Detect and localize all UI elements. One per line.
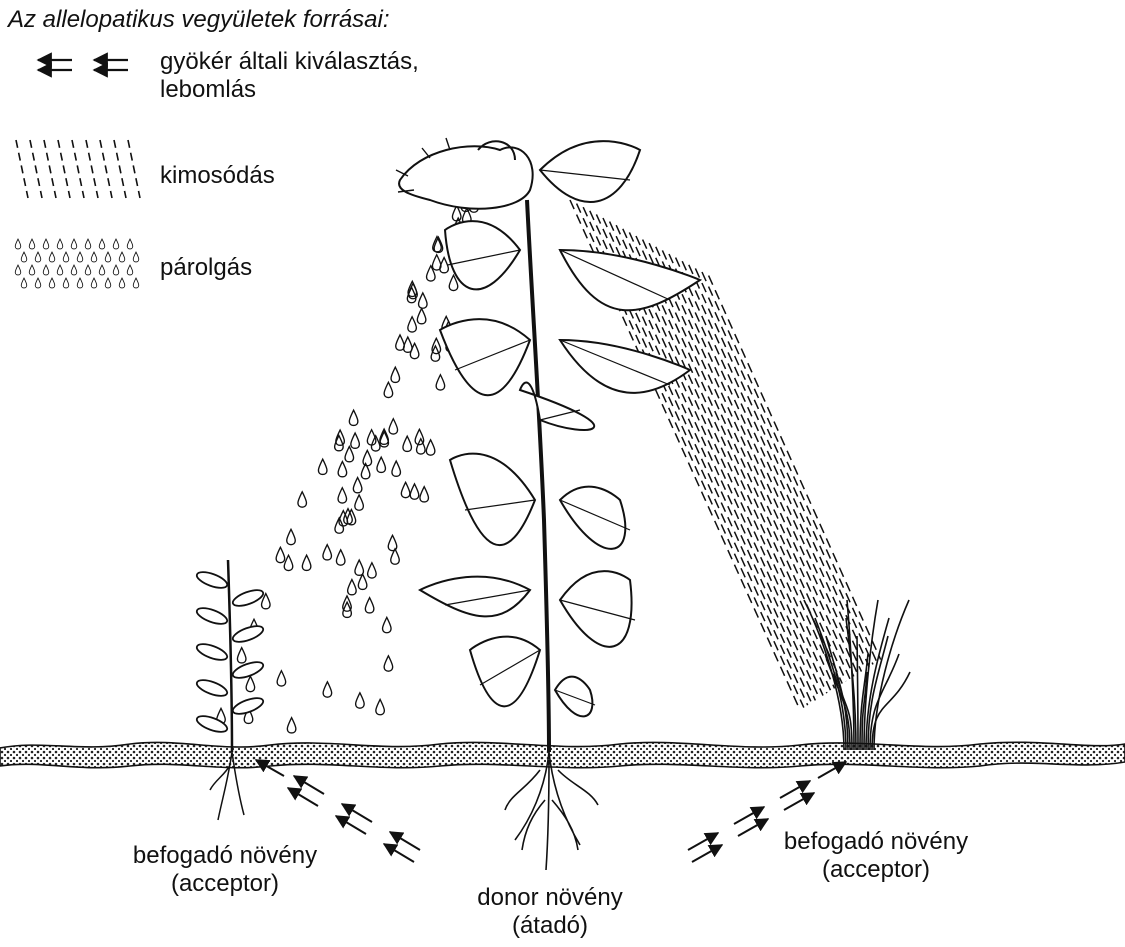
- legend-evaporation-label: párolgás: [160, 254, 252, 282]
- label-donor-line2: (átadó): [440, 912, 660, 940]
- label-acceptor-left-line1: befogadó növény: [110, 842, 340, 870]
- legend-root-label-line2: lebomlás: [160, 76, 256, 104]
- arrow-pair-icon: [38, 60, 128, 70]
- acceptor-plant-right: [804, 600, 910, 750]
- diagram-title: Az allelopatikus vegyületek forrásai:: [8, 6, 390, 34]
- label-acceptor-right-line1: befogadó növény: [756, 828, 996, 856]
- dash-lines-icon: [16, 140, 140, 198]
- soil-line: [0, 742, 1125, 767]
- label-acceptor-left: befogadó növény (acceptor): [110, 842, 340, 898]
- label-acceptor-left-line2: (acceptor): [110, 870, 340, 898]
- label-donor-line1: donor növény: [440, 884, 660, 912]
- legend-root-label-line1: gyökér általi kiválasztás,: [160, 48, 419, 76]
- label-acceptor-right: befogadó növény (acceptor): [756, 828, 996, 884]
- droplet-icon: [15, 239, 139, 288]
- label-donor: donor növény (átadó): [440, 884, 660, 940]
- legend-leaching-label: kimosódás: [160, 162, 275, 190]
- evaporation-droplets: [217, 196, 478, 733]
- label-acceptor-right-line2: (acceptor): [756, 856, 996, 884]
